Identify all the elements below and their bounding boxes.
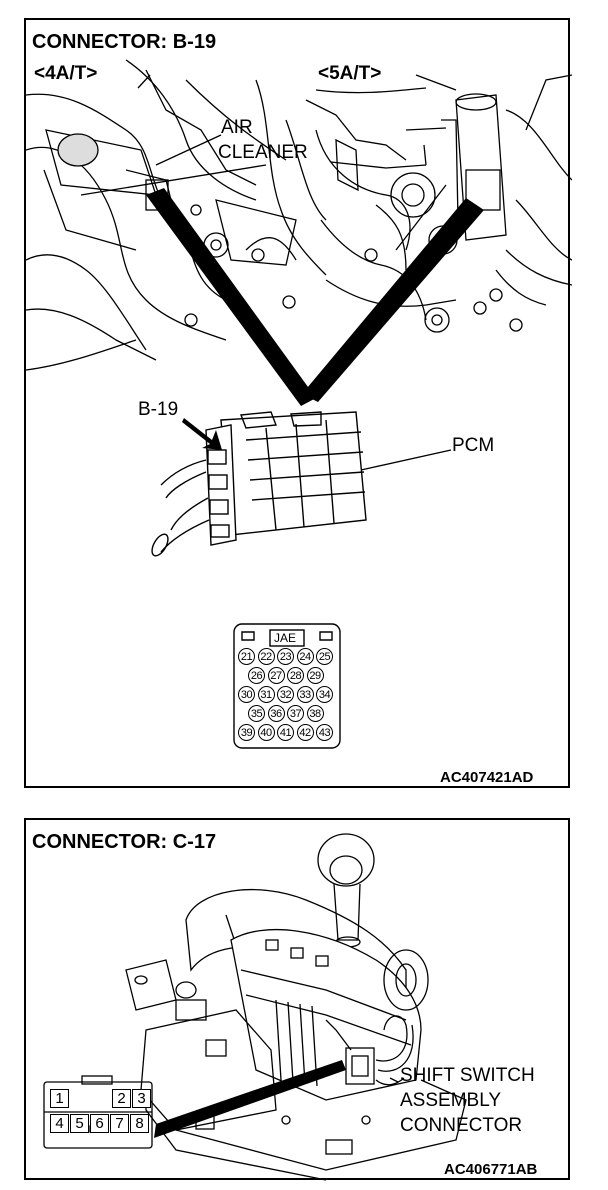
pin-5: 5 [70, 1114, 89, 1133]
pin-6: 6 [90, 1114, 109, 1133]
variant-5at-label: <5A/T> [318, 63, 382, 84]
pin-40: 40 [257, 724, 275, 741]
figure-code-c17: AC406771AB [444, 1161, 538, 1178]
pin-33: 33 [296, 686, 314, 703]
shift-switch-label-line1: SHIFT SWITCH [400, 1065, 535, 1086]
pin-7: 7 [110, 1114, 129, 1133]
pin-3: 3 [132, 1089, 151, 1108]
pin-42: 42 [296, 724, 314, 741]
connector-c17-title: CONNECTOR: C-17 [32, 831, 217, 853]
pcm-label: PCM [452, 435, 495, 456]
pin-29: 29 [306, 667, 324, 684]
pin-24: 24 [296, 648, 314, 665]
pin-38: 38 [306, 705, 324, 722]
pin-2: 2 [112, 1089, 131, 1108]
b19-engine-bay-drawing [26, 59, 572, 749]
connector-b19-panel: CONNECTOR: B-19 <4A/T> <5A/T> AIR CLEANE… [24, 18, 572, 788]
pin-32: 32 [277, 686, 294, 703]
pin-23: 23 [277, 648, 294, 665]
pin-35: 35 [248, 705, 265, 722]
pin-37: 37 [287, 705, 304, 722]
figure-code-b19: AC407421AD [440, 769, 534, 786]
pin-31: 31 [257, 686, 275, 703]
shift-switch-label-line2: ASSEMBLY [400, 1090, 502, 1111]
pin-26: 26 [248, 667, 265, 684]
pin-22: 22 [257, 648, 275, 665]
connector-b19-callout: B-19 [138, 399, 179, 420]
shift-switch-label-line3: CONNECTOR [400, 1115, 523, 1136]
pin-4: 4 [50, 1114, 69, 1133]
air-cleaner-label-line2: CLEANER [218, 142, 308, 163]
pin-21: 21 [238, 648, 255, 665]
pin-36: 36 [267, 705, 285, 722]
pin-43: 43 [316, 724, 333, 741]
connector-c17-panel: CONNECTOR: C-17 SHIFT SWITCH ASSEMBLY CO… [24, 818, 570, 1181]
pin-8: 8 [130, 1114, 149, 1133]
pin-34: 34 [316, 686, 333, 703]
pin-30: 30 [238, 686, 255, 703]
air-cleaner-label-line1: AIR [221, 117, 253, 138]
connector-brand-label: JAE [274, 631, 297, 645]
pin-39: 39 [238, 724, 255, 741]
pin-41: 41 [277, 724, 294, 741]
variant-4at-label: <4A/T> [34, 63, 98, 84]
pin-1: 1 [50, 1089, 69, 1108]
pin-27: 27 [267, 667, 285, 684]
pin-28: 28 [287, 667, 304, 684]
c17-shift-assembly-drawing [43, 833, 467, 1181]
connector-b19-title: CONNECTOR: B-19 [32, 31, 217, 53]
pin-25: 25 [316, 648, 333, 665]
